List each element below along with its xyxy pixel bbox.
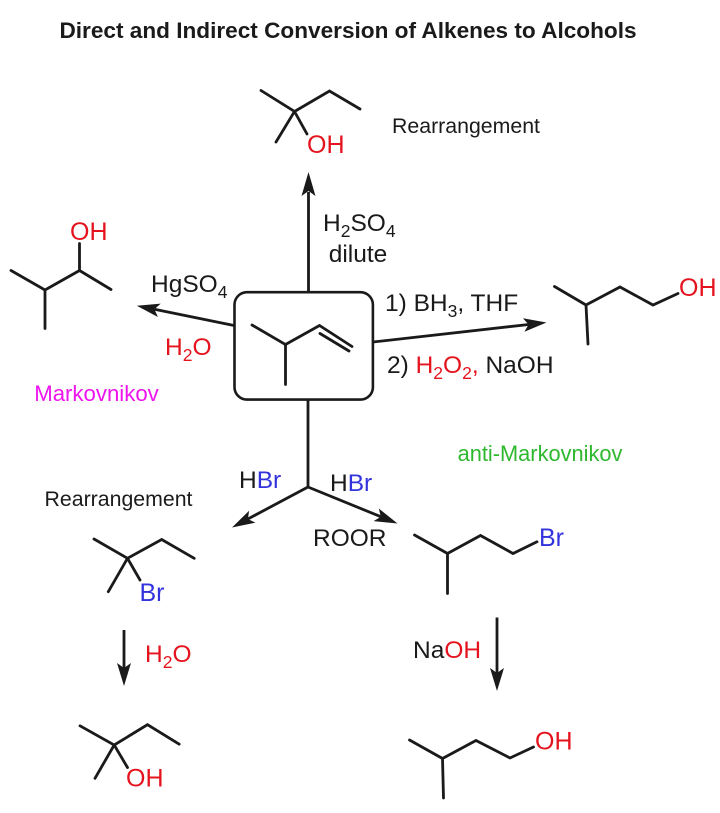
svg-text:OH: OH: [126, 765, 164, 793]
svg-text:OH: OH: [70, 218, 108, 246]
svg-text:OH: OH: [535, 728, 573, 756]
svg-text:2) H2O2, NaOH: 2) H2O2, NaOH: [387, 352, 554, 383]
svg-text:HgSO4: HgSO4: [151, 271, 228, 302]
svg-text:H2SO4: H2SO4: [323, 210, 396, 241]
svg-text:Br: Br: [539, 524, 564, 552]
svg-text:Direct and Indirect Conversion: Direct and Indirect Conversion of Alkene…: [59, 18, 636, 43]
svg-text:OH: OH: [679, 274, 717, 302]
svg-text:HBr: HBr: [330, 470, 372, 497]
svg-text:Br: Br: [140, 579, 165, 607]
svg-text:H2O: H2O: [165, 334, 212, 365]
svg-text:HBr: HBr: [239, 467, 281, 494]
svg-text:anti-Markovnikov: anti-Markovnikov: [458, 441, 623, 466]
svg-text:ROOR: ROOR: [313, 525, 387, 552]
svg-text:Rearrangement: Rearrangement: [392, 114, 540, 138]
svg-text:NaOH: NaOH: [413, 637, 481, 664]
svg-text:Rearrangement: Rearrangement: [45, 487, 193, 511]
svg-text:Markovnikov: Markovnikov: [34, 381, 159, 406]
svg-text:dilute: dilute: [329, 241, 388, 268]
svg-text:OH: OH: [307, 131, 345, 159]
svg-text:1) BH3, THF: 1) BH3, THF: [385, 290, 518, 321]
